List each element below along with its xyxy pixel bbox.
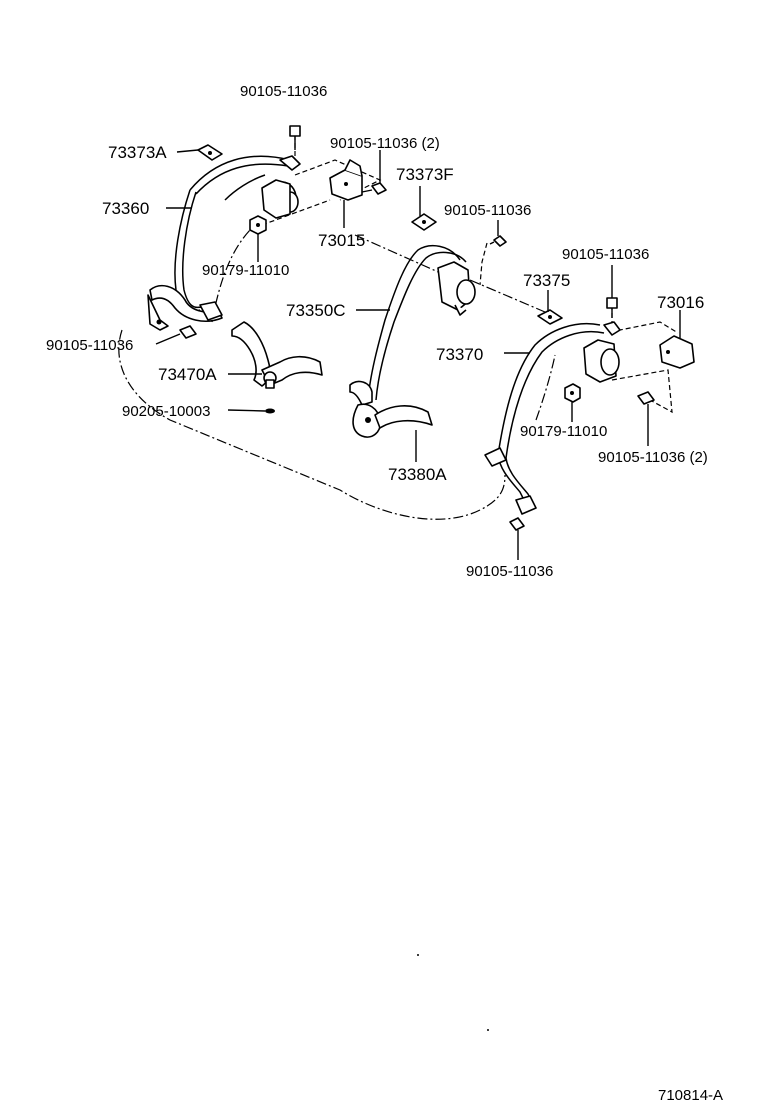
buckle-73470a bbox=[231, 321, 323, 389]
bolt-right-top bbox=[606, 297, 618, 318]
phantom-lines bbox=[118, 224, 556, 520]
bolt-bottom bbox=[509, 517, 525, 531]
label-belt-73370: 73370 bbox=[436, 345, 483, 364]
label-belt-73360: 73360 bbox=[102, 199, 149, 218]
label-clip-73373a: 73373A bbox=[108, 143, 167, 162]
label-clip-73375: 73375 bbox=[523, 271, 570, 290]
part-labels: 90105-11036 73373A 90105-11036 (2) 73373… bbox=[46, 83, 723, 1104]
label-bolt-right-top: 90105-11036 bbox=[562, 246, 649, 263]
label-bolt-top: 90105-11036 bbox=[240, 83, 327, 100]
label-belt-73350c: 73350C bbox=[286, 301, 346, 320]
left-seat-belt-73360 bbox=[147, 155, 291, 331]
buckle-73380a bbox=[349, 380, 433, 438]
clip-73375 bbox=[537, 309, 563, 325]
nut-right bbox=[564, 383, 581, 403]
bolt-left bbox=[179, 325, 197, 339]
label-washer: 90205-10003 bbox=[122, 403, 210, 420]
label-clip-73373f: 73373F bbox=[396, 165, 454, 184]
right-retractor bbox=[583, 321, 621, 383]
label-buckle-73470a: 73470A bbox=[158, 365, 217, 384]
nut-left bbox=[249, 215, 267, 235]
leader-lines bbox=[155, 149, 681, 560]
scan-speck bbox=[417, 954, 419, 956]
label-anchor-73015: 73015 bbox=[318, 231, 365, 250]
label-anchor-73016: 73016 bbox=[657, 293, 704, 312]
anchor-bracket-73015 bbox=[329, 159, 363, 201]
center-seat-belt-73350c bbox=[367, 244, 476, 401]
washer bbox=[265, 408, 275, 414]
label-nut-left: 90179-11010 bbox=[202, 262, 289, 279]
bolt-2-top bbox=[361, 182, 387, 195]
bolt-mid bbox=[489, 235, 507, 247]
bolt-top-left bbox=[289, 125, 301, 150]
left-retractor bbox=[261, 155, 301, 219]
right-seat-belt-73370 bbox=[484, 323, 605, 515]
scan-speck bbox=[487, 1029, 489, 1031]
clip-73373a bbox=[197, 144, 223, 161]
label-bolt-bottom: 90105-11036 bbox=[466, 563, 553, 580]
anchor-bracket-73016 bbox=[659, 335, 695, 369]
label-bolt-2-right: 90105-11036 (2) bbox=[598, 449, 708, 466]
label-bolt-2-top: 90105-11036 (2) bbox=[330, 135, 440, 152]
bolt-2-right bbox=[637, 391, 655, 405]
clip-73373f bbox=[411, 213, 437, 231]
label-bolt-left: 90105-11036 bbox=[46, 337, 133, 354]
label-nut-right: 90179-11010 bbox=[520, 423, 607, 440]
figure-code: 710814-A bbox=[658, 1087, 723, 1104]
label-bolt-mid: 90105-11036 bbox=[444, 202, 531, 219]
label-buckle-73380a: 73380A bbox=[388, 465, 447, 484]
